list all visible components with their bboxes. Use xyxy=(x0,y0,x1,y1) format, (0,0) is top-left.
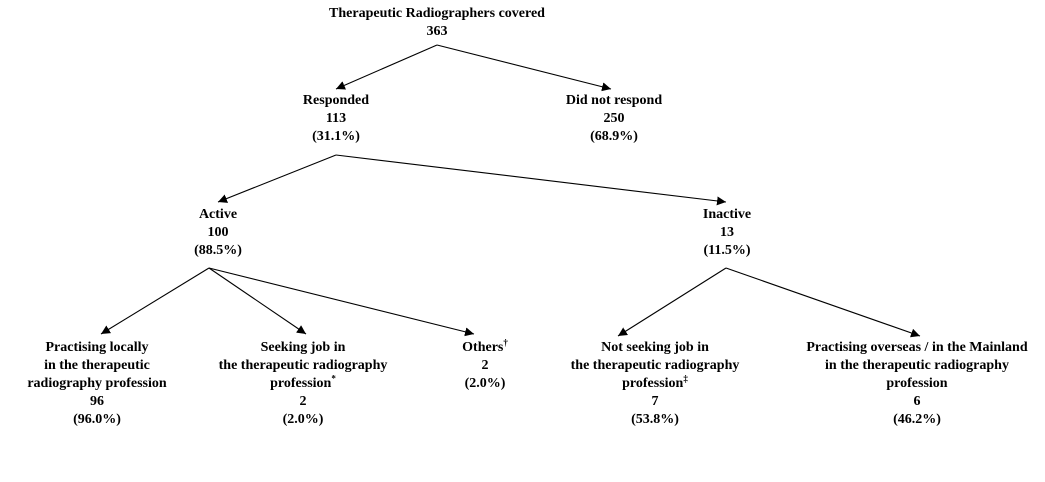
node-practising-overseas: Practising overseas / in the Mainland in … xyxy=(806,339,1027,429)
node-percentage: (96.0%) xyxy=(73,412,121,427)
node-label-line: the therapeutic radiography xyxy=(570,358,740,373)
node-label-line: Seeking job in xyxy=(260,340,346,355)
node-label-line: Therapeutic Radiographers covered xyxy=(329,6,545,21)
node-root: Therapeutic Radiographers covered 363 xyxy=(329,5,545,41)
footnote-marker: ‡ xyxy=(683,373,688,384)
node-percentage: (53.8%) xyxy=(631,412,679,427)
node-count: 13 xyxy=(720,225,734,240)
node-count: 113 xyxy=(325,111,347,126)
node-label-line: Did not respond xyxy=(565,93,663,108)
arrow-responded-active xyxy=(217,154,337,203)
node-label-line: profession xyxy=(886,376,948,391)
arrow-responded-inactive xyxy=(335,154,727,206)
node-percentage: (2.0%) xyxy=(282,412,324,427)
node-label-line: radiography profession xyxy=(27,376,167,391)
node-percentage: (68.9%) xyxy=(590,129,638,144)
node-count: 2 xyxy=(481,358,489,373)
arrow-inactive-overseas xyxy=(725,267,921,338)
node-count: 6 xyxy=(913,394,921,409)
node-percentage: (88.5%) xyxy=(194,243,242,258)
node-label-line: Practising overseas / in the Mainland xyxy=(806,340,1028,355)
arrow-active-seeking xyxy=(208,267,307,335)
node-count: 7 xyxy=(651,394,659,409)
node-label-line: Responded xyxy=(302,93,370,108)
node-label-line: Inactive xyxy=(702,207,752,222)
node-not-seeking-job: Not seeking job in the therapeutic radiog… xyxy=(571,339,740,429)
node-responded: Responded 113 (31.1%) xyxy=(303,92,369,146)
arrow-root-not-responded xyxy=(436,44,612,92)
footnote-marker: † xyxy=(503,337,508,348)
node-label-line: in the therapeutic radiography xyxy=(825,358,1009,373)
arrow-root-responded xyxy=(335,44,438,90)
node-not-responded: Did not respond 250 (68.9%) xyxy=(566,92,662,146)
node-count: 250 xyxy=(603,111,625,126)
node-label-line: the therapeutic radiography xyxy=(218,358,388,373)
node-count: 363 xyxy=(426,24,448,39)
node-label-line: profession‡ xyxy=(622,373,688,391)
node-seeking-job: Seeking job in the therapeutic radiograph… xyxy=(219,339,388,429)
arrow-active-others xyxy=(208,267,475,337)
node-active: Active 100 (88.5%) xyxy=(194,206,242,260)
node-label-line: profession* xyxy=(270,373,336,391)
node-percentage: (2.0%) xyxy=(464,376,506,391)
node-percentage: (46.2%) xyxy=(893,412,941,427)
node-practising-locally: Practising locally in the therapeutic radi… xyxy=(27,339,166,429)
node-label-line: Not seeking job in xyxy=(601,340,709,355)
node-percentage: (11.5%) xyxy=(703,243,751,258)
node-inactive: Inactive 13 (11.5%) xyxy=(703,206,751,260)
node-label-line: Others† xyxy=(462,337,508,355)
node-count: 100 xyxy=(207,225,229,240)
footnote-marker: * xyxy=(331,373,336,384)
node-label-line: in the therapeutic xyxy=(44,358,150,373)
node-others: Others† 2 (2.0%) xyxy=(462,337,508,393)
node-label-line: Active xyxy=(198,207,238,222)
node-label-line: Practising locally xyxy=(45,340,149,355)
node-percentage: (31.1%) xyxy=(312,129,360,144)
node-count: 2 xyxy=(299,394,307,409)
node-count: 96 xyxy=(90,394,104,409)
arrow-active-local xyxy=(100,267,210,335)
arrow-inactive-not-seeking xyxy=(617,267,727,337)
